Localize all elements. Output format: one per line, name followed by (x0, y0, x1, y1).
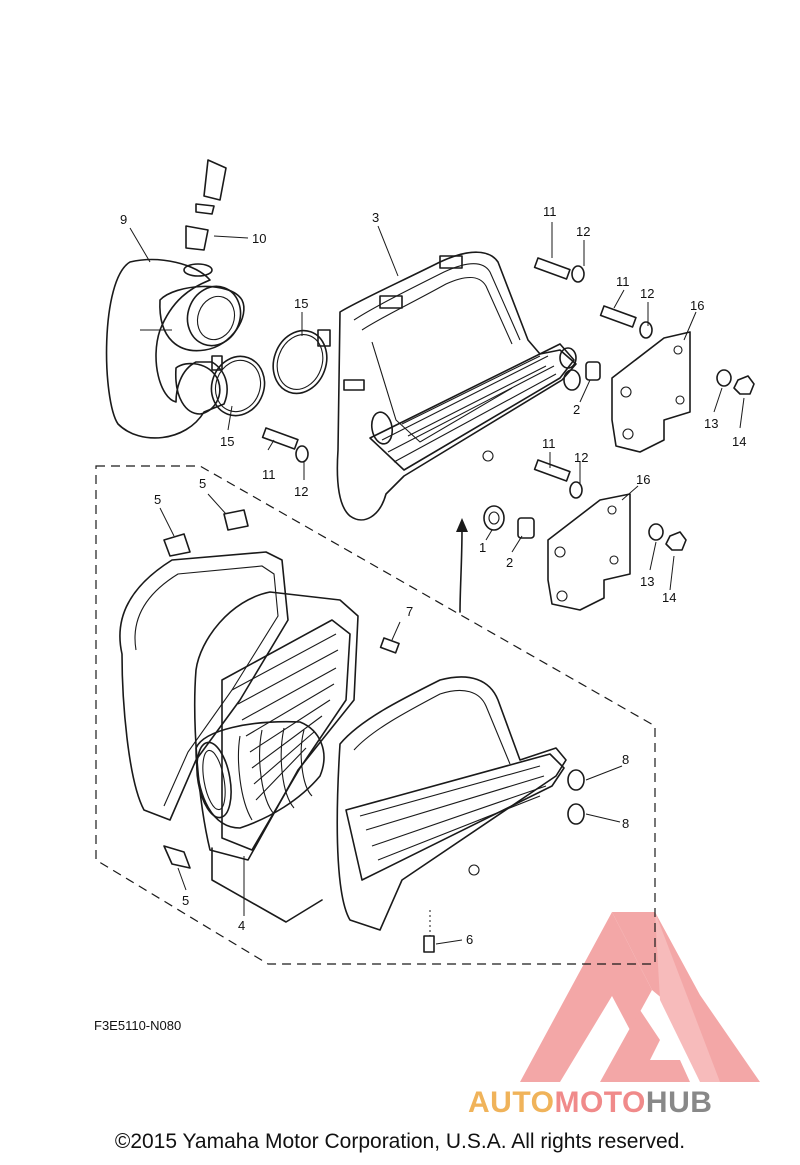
brand-part-2: MOTO (554, 1086, 646, 1119)
intake-duct (105, 159, 245, 439)
callout-7: 7 (406, 604, 413, 619)
callout-16-b: 16 (636, 472, 650, 487)
callout-12-c: 12 (294, 484, 308, 499)
brand-part-3: HUB (645, 1086, 713, 1119)
exploded-assembly (119, 509, 585, 953)
watermark-logo (520, 912, 760, 1082)
copyright-notice: ©2015 Yamaha Motor Corporation, U.S.A. A… (114, 1130, 686, 1153)
callout-2-b: 2 (506, 555, 513, 570)
diagram-code: F3E5110-N080 (94, 1018, 181, 1033)
watermark-brand: AUTOMOTOHUB (468, 1086, 798, 1120)
air-cleaner-case (336, 251, 577, 521)
grommets-collars (456, 347, 601, 613)
callout-15-top: 15 (294, 296, 308, 311)
callout-2-a: 2 (573, 402, 580, 417)
callout-10: 10 (252, 231, 266, 246)
callout-12-d: 12 (574, 450, 588, 465)
brand-part-1: AUTO (468, 1086, 555, 1119)
callout-14-b: 14 (662, 590, 676, 605)
callout-8-a: 8 (622, 752, 629, 767)
callout-16-a: 16 (690, 298, 704, 313)
callout-5-b: 5 (199, 476, 206, 491)
callout-11-b: 11 (616, 274, 630, 289)
callout-13-a: 13 (704, 416, 718, 431)
callout-13-b: 13 (640, 574, 654, 589)
callout-6: 6 (466, 932, 473, 947)
callout-1: 1 (479, 540, 486, 555)
hose-clamps (210, 329, 331, 417)
callout-3: 3 (372, 210, 379, 225)
callout-labels: 9 10 3 15 15 11 12 11 12 16 13 14 2 11 1… (120, 204, 746, 947)
callout-11-a: 11 (543, 204, 557, 219)
callout-11-d: 11 (542, 436, 556, 451)
callout-5-a: 5 (154, 492, 161, 507)
leader-lines (129, 222, 745, 945)
callout-12-a: 12 (576, 224, 590, 239)
brackets (547, 331, 691, 611)
callout-9: 9 (120, 212, 127, 227)
callout-4: 4 (238, 918, 245, 933)
callout-5-c: 5 (182, 893, 189, 908)
fasteners (261, 257, 755, 551)
callout-15-bottom: 15 (220, 434, 234, 449)
callout-11-c: 11 (262, 467, 276, 482)
callout-8-b: 8 (622, 816, 629, 831)
callout-14-a: 14 (732, 434, 746, 449)
callout-12-b: 12 (640, 286, 654, 301)
